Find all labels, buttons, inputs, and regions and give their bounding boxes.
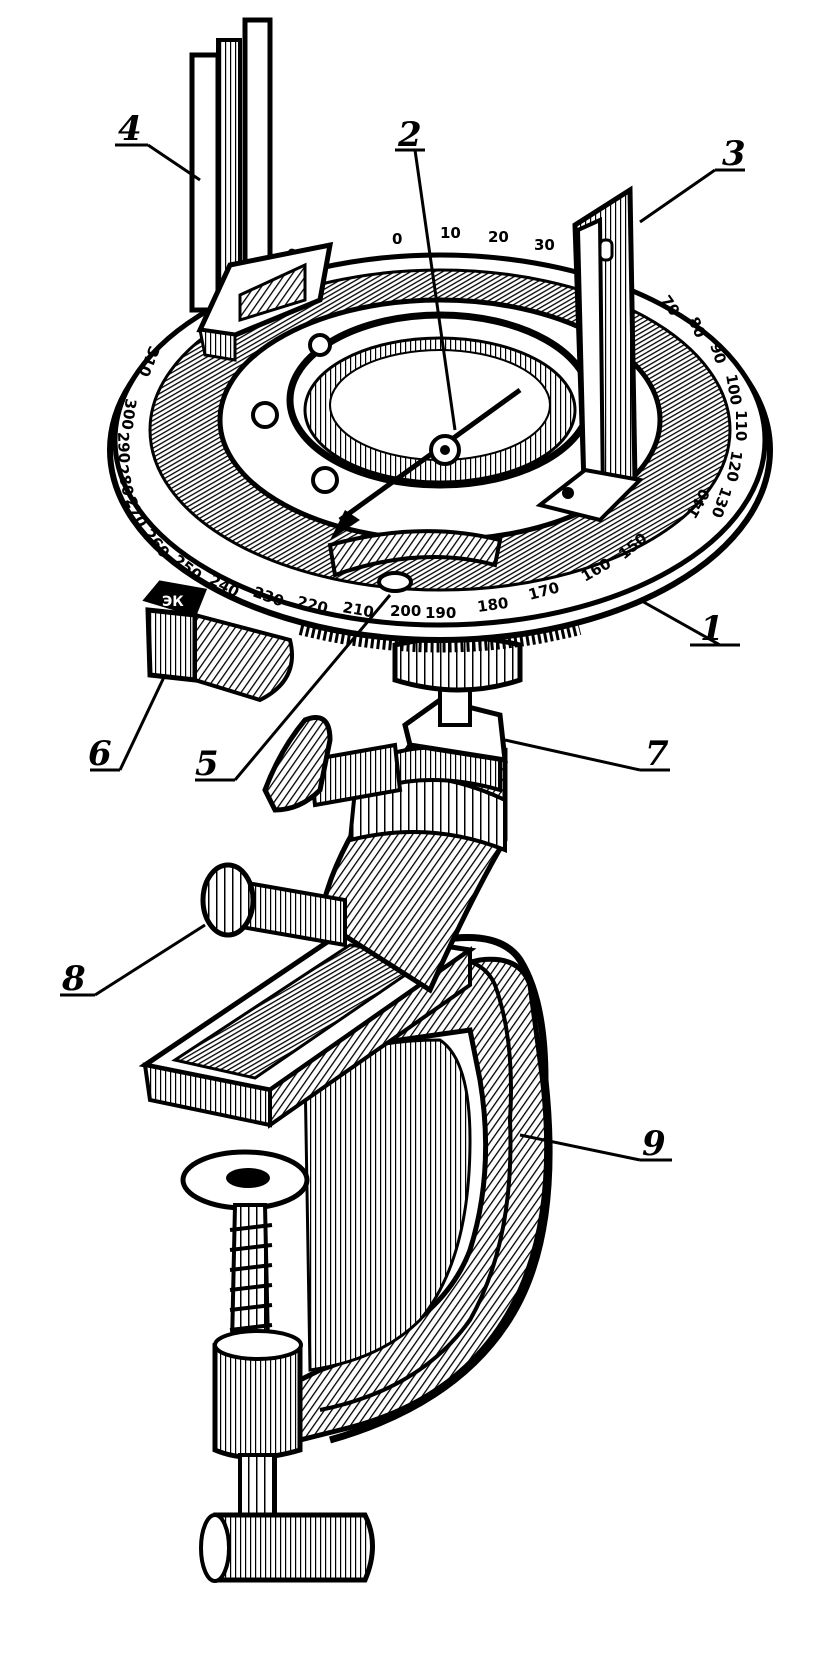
callout-label: 8	[61, 959, 86, 999]
front-sight	[535, 185, 645, 523]
callout-label: 1	[700, 609, 724, 649]
rear-sight	[189, 17, 334, 362]
callout-6: 6	[88, 674, 167, 774]
mounting-block: ЭК	[142, 580, 294, 703]
dial-number: 110	[732, 410, 750, 441]
dial-number: 90	[706, 341, 730, 366]
callout-5: 5	[195, 594, 392, 784]
callout-4: 4	[115, 109, 201, 182]
callout-9: 9	[519, 1124, 672, 1164]
side-knob	[200, 862, 347, 948]
callout-3: 3	[639, 134, 746, 224]
ball-joint-housing	[317, 697, 508, 994]
clamp-screw	[180, 1149, 375, 1583]
block-mark: ЭК	[162, 594, 184, 610]
dial-number: 10	[440, 224, 461, 242]
callout-2: 2	[395, 115, 457, 431]
c-clamp-frame	[297, 934, 553, 1444]
callout-label: 2	[397, 115, 422, 155]
callout-label: 5	[195, 744, 219, 784]
dial-number: 20	[488, 228, 509, 246]
dial-number: 100	[722, 373, 745, 407]
callout-label: 3	[722, 134, 746, 174]
thumb-screw	[262, 715, 403, 813]
callout-label: 4	[118, 109, 142, 149]
dial-number: 180	[476, 594, 510, 616]
dial-number: 190	[425, 604, 456, 622]
dial-number: 290	[114, 432, 133, 464]
dial-number: 210	[341, 598, 375, 621]
callout-label: 6	[88, 734, 112, 774]
dial-number: 120	[723, 449, 746, 483]
dial-number: 0	[392, 230, 402, 248]
dial-number: 200	[390, 602, 421, 620]
callout-7: 7	[504, 734, 670, 774]
callout-1: 1	[639, 598, 740, 649]
dial-number: 300	[118, 397, 140, 431]
callout-label: 9	[642, 1124, 666, 1164]
callout-label: 7	[645, 734, 669, 774]
dial-number: 30	[534, 236, 555, 254]
callout-8: 8	[60, 923, 206, 999]
